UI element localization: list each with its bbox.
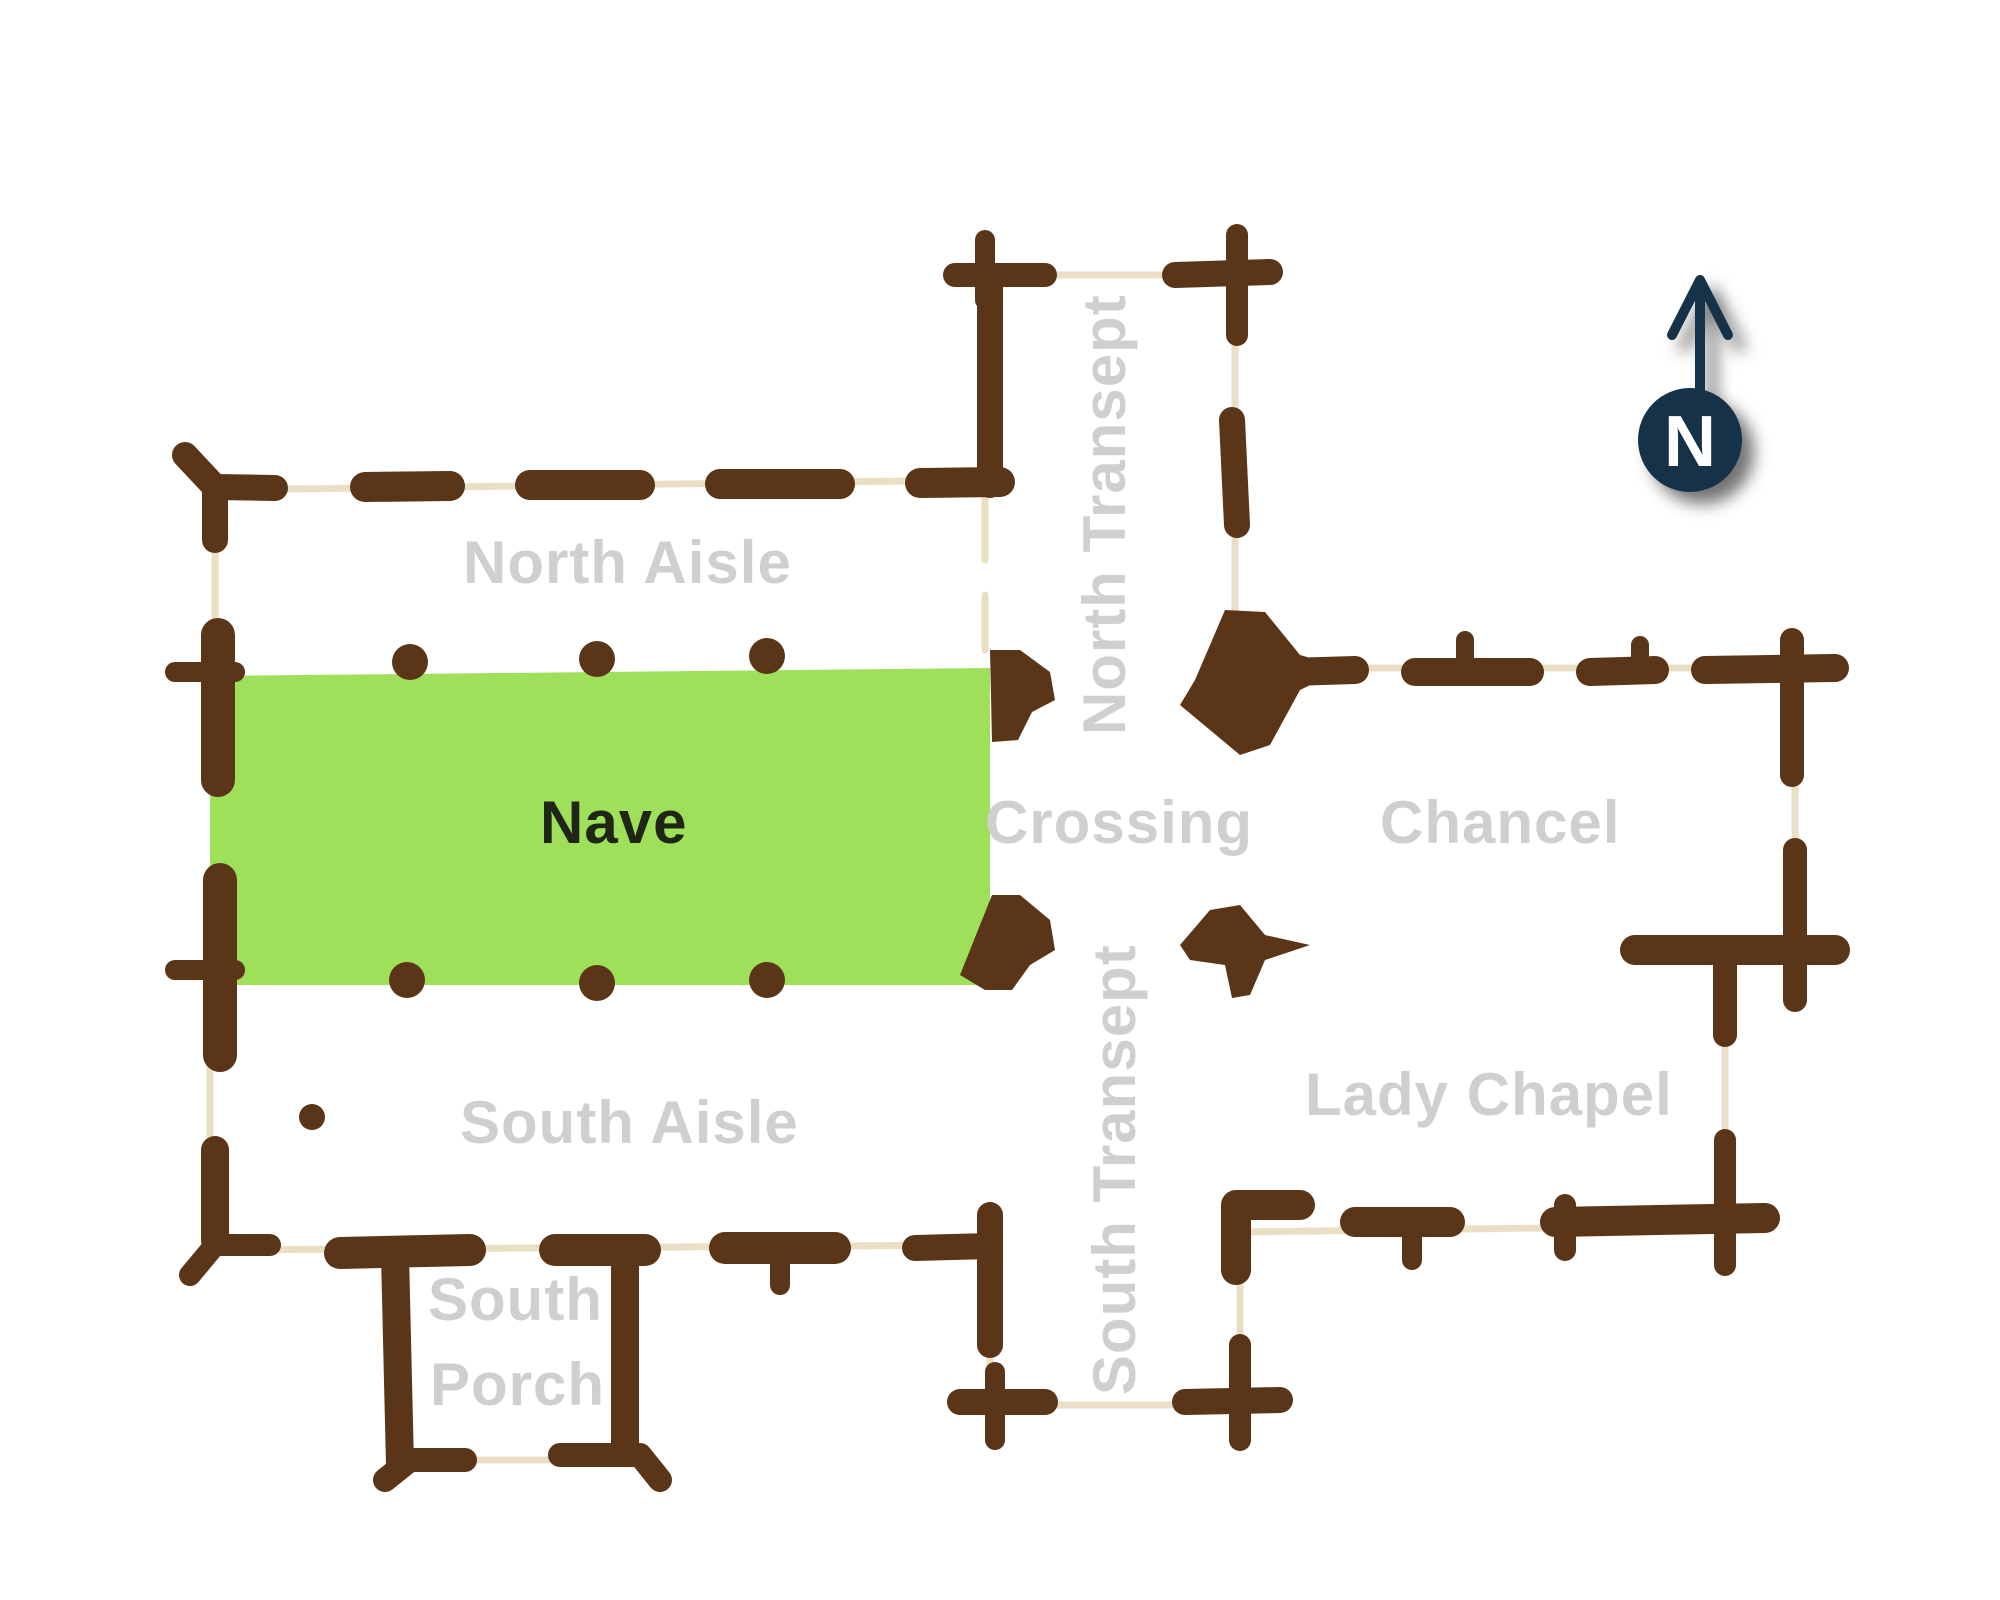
label-south-transept: South Transept xyxy=(1081,944,1148,1395)
compass-letter: N xyxy=(1664,402,1716,482)
label-crossing: Crossing xyxy=(985,789,1253,856)
north-arrow-icon: N xyxy=(1638,275,1742,492)
label-south-porch-line1: South xyxy=(428,1266,603,1333)
label-north-transept: North Transept xyxy=(1071,294,1138,735)
label-nave: Nave xyxy=(540,789,687,856)
label-south-aisle: South Aisle xyxy=(460,1089,799,1156)
label-lady-chapel: Lady Chapel xyxy=(1305,1061,1673,1128)
area-labels: North Aisle Nave Crossing Chancel South … xyxy=(428,294,1673,1418)
label-chancel: Chancel xyxy=(1380,789,1620,856)
nave-highlight[interactable] xyxy=(210,668,990,985)
label-south-porch-line2: Porch xyxy=(430,1351,605,1418)
piers xyxy=(299,610,1345,1130)
label-north-aisle: North Aisle xyxy=(463,529,792,596)
